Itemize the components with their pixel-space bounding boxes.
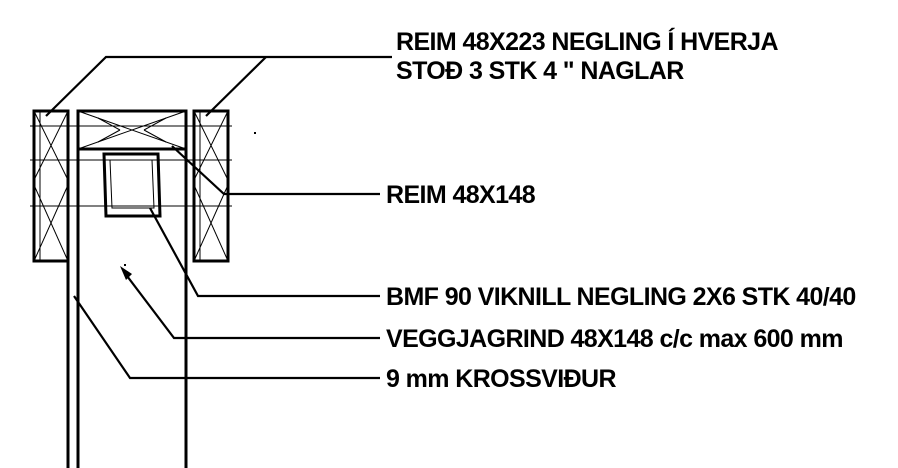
leader-plywood (73, 295, 380, 380)
label-wall-frame: VEGGJAGRIND 48X148 c/c max 600 mm (386, 325, 843, 353)
label-beam-line2: STOÐ 3 STK 4 " NAGLAR (396, 57, 684, 85)
leader-lines (45, 55, 392, 380)
arrowhead-wall-frame (120, 266, 132, 280)
top-rail (76, 109, 188, 151)
center-marks (124, 132, 256, 266)
leader-bmf (149, 207, 380, 298)
label-rail: REIM 48X148 (386, 181, 536, 209)
leader-beam (45, 55, 392, 117)
leader-rail (171, 145, 380, 196)
label-bmf: BMF 90 VIKNILL NEGLING 2X6 STK 40/40 (386, 283, 856, 311)
wall-stud (76, 147, 188, 468)
labels: REIM 48X223 NEGLING Í HVERJA STOÐ 3 STK … (386, 27, 856, 393)
label-beam-line1: REIM 48X223 NEGLING Í HVERJA (396, 27, 778, 56)
construction-lines (30, 125, 232, 207)
left-beam (32, 109, 70, 263)
leader-beam-2 (205, 56, 267, 117)
label-plywood: 9 mm KROSSVIÐUR (386, 365, 616, 393)
bmf-angle-bracket (102, 152, 162, 218)
right-beam (192, 109, 230, 263)
leader-wall-frame (123, 271, 380, 340)
